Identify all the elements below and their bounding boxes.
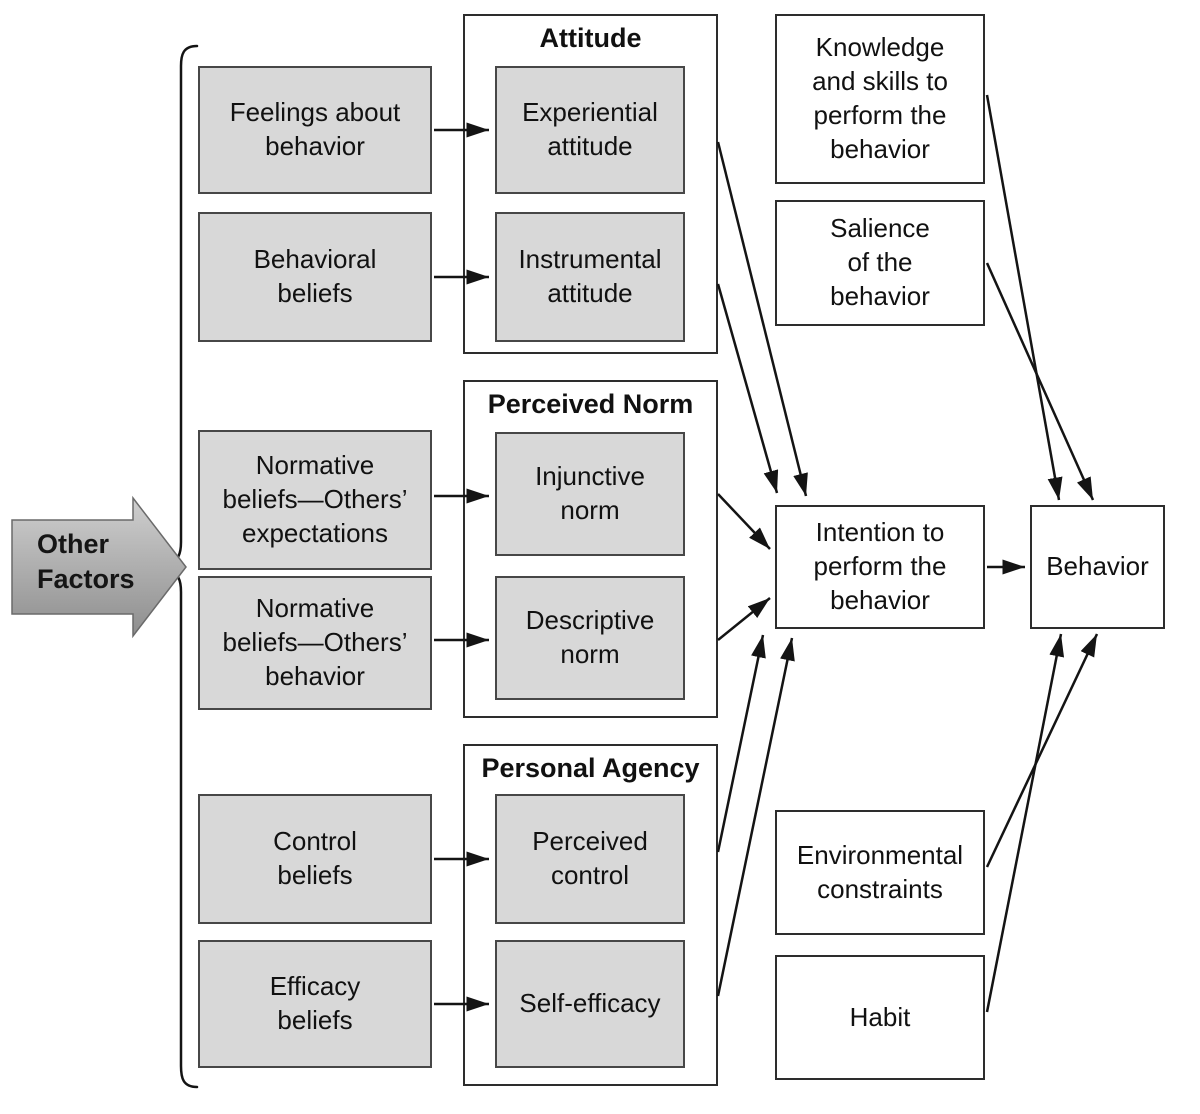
other-factors-label: Other Factors [37, 529, 135, 595]
box-perceived-control: Perceived control [495, 794, 685, 924]
group-personal-agency-title: Personal Agency [481, 753, 700, 783]
box-control-beliefs: Control beliefs [198, 794, 432, 924]
box-salience-of-behavior: Salience of the behavior [775, 200, 985, 326]
box-experiential-attitude: Experiential attitude [495, 66, 685, 194]
box-behavior: Behavior [1030, 505, 1165, 629]
box-instrumental-attitude: Instrumental attitude [495, 212, 685, 342]
box-environmental-constraints: Environmental constraints [775, 810, 985, 935]
group-attitude-title: Attitude [539, 23, 642, 53]
box-normative-beliefs-expectations: Normative beliefs—Others’ expectations [198, 430, 432, 570]
box-intention-to-perform: Intention to perform the behavior [775, 505, 985, 629]
box-self-efficacy: Self-efficacy [495, 940, 685, 1068]
group-perceived-norm-title: Perceived Norm [487, 389, 694, 419]
box-habit: Habit [775, 955, 985, 1080]
box-efficacy-beliefs: Efficacy beliefs [198, 940, 432, 1068]
other-factors-arrow [11, 495, 187, 639]
box-descriptive-norm: Descriptive norm [495, 576, 685, 700]
box-normative-beliefs-behavior: Normative beliefs—Others’ behavior [198, 576, 432, 710]
box-injunctive-norm: Injunctive norm [495, 432, 685, 556]
box-knowledge-and-skills: Knowledge and skills to perform the beha… [775, 14, 985, 184]
box-behavioral-beliefs: Behavioral beliefs [198, 212, 432, 342]
box-feelings-about-behavior: Feelings about behavior [198, 66, 432, 194]
